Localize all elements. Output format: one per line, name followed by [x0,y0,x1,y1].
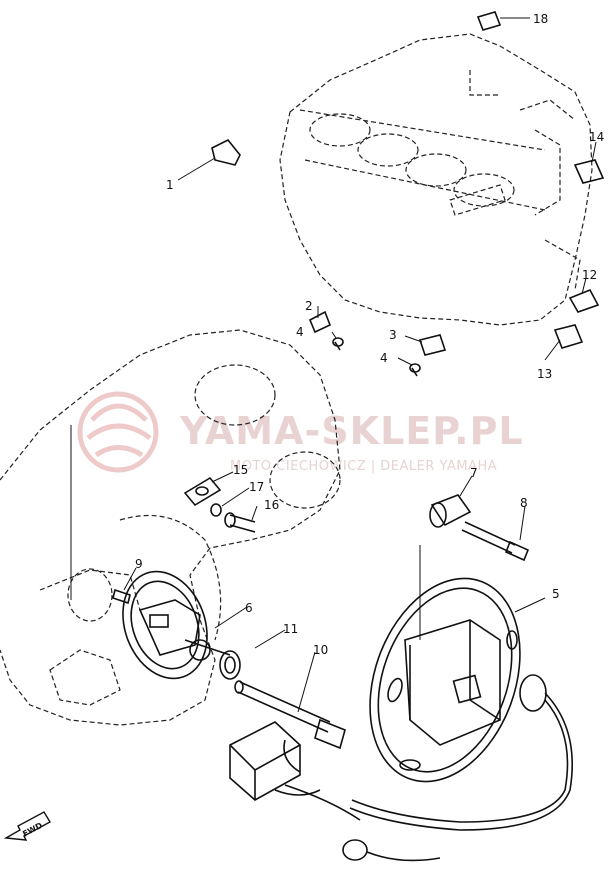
pin-part [112,588,131,605]
stator-assembly [283,577,573,831]
clamp-parts [183,476,256,533]
watermark: YAMA-SKLEP.PL MOTO CIECHOWICZ | DEALER Y… [77,391,524,474]
callout-3: 3 [389,328,397,342]
leader-lines [70,17,597,713]
callout-15: 15 [233,463,248,477]
long-bolt [234,680,346,750]
callout-7: 7 [470,466,478,480]
callout-8: 8 [520,496,528,510]
crankcase-outline [279,33,593,326]
fwd-arrow-icon [3,811,51,841]
callout-2: 2 [305,299,313,313]
callout-6: 6 [245,601,253,615]
callout-10: 10 [313,643,328,657]
callout-13: 13 [537,367,552,381]
callout-labels: 1 2 3 4 4 5 6 7 8 9 10 11 12 13 14 15 16… [135,12,604,657]
callout-18: 18 [533,12,548,26]
spacer-and-bolt [429,494,530,562]
breaker-plate [122,570,241,680]
side-cover-outline [0,329,341,726]
watermark-logo [77,391,159,473]
callout-1: 1 [166,178,174,192]
watermark-tagline: MOTO CIECHOWICZ | DEALER YAMAHA [230,459,497,474]
callout-17: 17 [249,480,264,494]
callout-12: 12 [582,268,597,282]
watermark-brand: YAMA-SKLEP.PL [179,409,524,453]
harness-connector [229,721,361,821]
callout-11: 11 [283,622,298,636]
wire-clamps [211,11,605,356]
callout-5: 5 [552,587,560,601]
callout-9: 9 [135,557,143,571]
callout-4a: 4 [296,325,304,339]
fwd-direction-marker: FWD [3,811,51,841]
callout-14: 14 [589,130,604,144]
callout-4b: 4 [380,351,388,365]
lead-grommet [342,839,441,862]
callout-16: 16 [264,498,279,512]
screws [332,337,421,377]
